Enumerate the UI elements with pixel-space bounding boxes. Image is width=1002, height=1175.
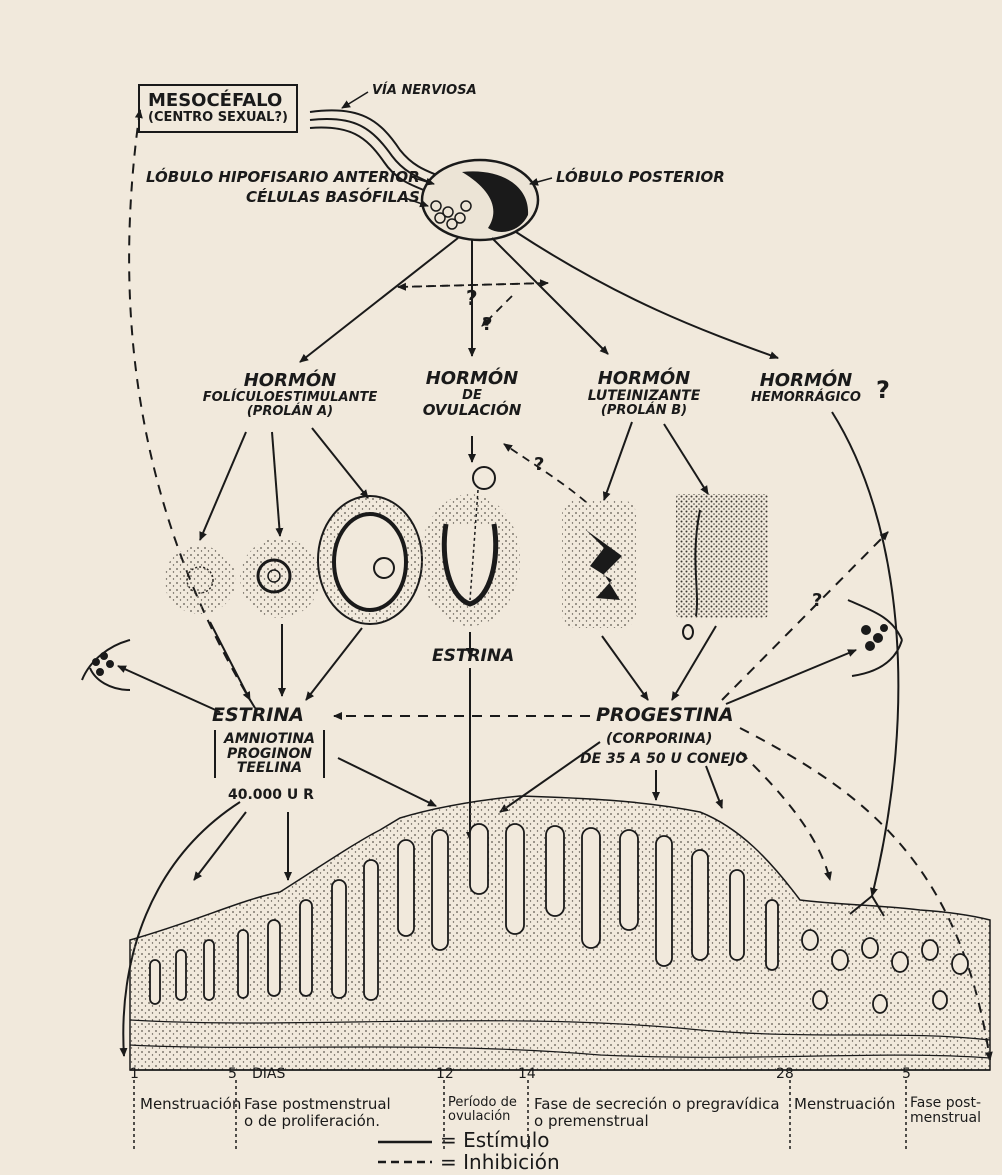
hormone-lh-name: LUTEINIZANTE <box>574 389 714 404</box>
left-fallopian-tube <box>82 640 130 690</box>
question-mark-2: ? <box>482 314 492 335</box>
small-ovum <box>683 625 693 639</box>
estrina-units: 40.000 U R <box>228 788 314 803</box>
estrina-synonyms: AMNIOTINA PROGINON TEELINA <box>214 730 325 778</box>
question-mark-1: ? <box>466 286 478 310</box>
question-mark-3: ? <box>534 454 544 475</box>
hormone-ovulation: HORMÓN DE OVULACIÓN <box>410 370 534 418</box>
luteum-progestina-arrows <box>602 626 716 700</box>
phase-menstruation-label: Menstruación <box>140 1096 241 1113</box>
hormone-fsh: HORMÓN FOLÍCULOESTIMULANTE (PROLÁN A) <box>190 372 390 418</box>
day-tick-28: 28 <box>776 1066 794 1082</box>
hormone-ovulation-title: HORMÓN <box>410 370 534 389</box>
follicle-stage-3 <box>318 496 422 624</box>
corpus-luteum-mature <box>676 494 768 618</box>
pituitary-gland <box>422 160 538 240</box>
hormone-hemorrhagic: HORMÓN HEMORRÁGICO <box>744 372 868 405</box>
corpus-luteum <box>562 500 636 628</box>
legend-inhibition: = Inhibición <box>440 1150 560 1174</box>
follicle-estrina-arrows <box>210 622 470 700</box>
estrina-synonym-1: AMNIOTINA <box>224 732 315 747</box>
hormone-fsh-title: HORMÓN <box>190 372 390 391</box>
phase-proliferation: Fase postmenstrual o de proliferación. <box>244 1096 391 1129</box>
anterior-lobe-label: LÓBULO HIPOFISARIO ANTERIOR <box>146 170 420 186</box>
estrina-synonym-3: TEELINA <box>224 761 315 776</box>
hormone-fsh-alias: (PROLÁN A) <box>190 405 390 419</box>
estrina-center-label: ESTRINA <box>432 648 514 666</box>
phase-proliferation-line1: Fase postmenstrual <box>244 1096 391 1113</box>
phase-ovulation-line2: ovulación <box>448 1110 517 1124</box>
phase-menstruation: Menstruación <box>140 1096 241 1113</box>
estrina-to-tube <box>118 666 220 712</box>
hormone-fsh-name: FOLÍCULOESTIMULANTE <box>190 391 390 405</box>
phase-secretion-line1: Fase de secreción o pregravídica <box>534 1096 780 1113</box>
hemorrhagic-question-mark: ? <box>876 378 890 403</box>
follicle-stage-2 <box>240 538 320 618</box>
mesencephalon-box: MESOCÉFALO (CENTRO SEXUAL?) <box>138 84 298 133</box>
nerve-path-label: VÍA NERVIOSA <box>372 84 477 98</box>
mesencephalon-title: MESOCÉFALO <box>148 92 288 111</box>
posterior-lobe-label: LÓBULO POSTERIOR <box>556 170 725 186</box>
hormone-hemorrhagic-name: HEMORRÁGICO <box>744 391 868 405</box>
phase-ovulation: Período de ovulación <box>448 1096 517 1125</box>
day-tick-1: 1 <box>130 1066 139 1082</box>
pituitary-hormone-arrows <box>300 232 778 362</box>
hemorrhagic-arrow <box>832 412 898 896</box>
estrina-title: ESTRINA <box>212 706 304 726</box>
legend-stimulus: = Estímulo <box>440 1128 550 1152</box>
phase-postmenstrual-line2: menstrual <box>910 1111 981 1126</box>
follicle-ovulating <box>420 467 520 626</box>
day-tick-14: 14 <box>518 1066 536 1082</box>
day-tick-5b: 5 <box>902 1066 911 1082</box>
lh-arrows <box>604 422 708 500</box>
phase-secretion: Fase de secreción o pregravídica o preme… <box>534 1096 780 1129</box>
question-mark-4: ? <box>812 590 822 611</box>
phase-ovulation-line1: Período de <box>448 1096 517 1110</box>
phase-secretion-line2: o premenstrual <box>534 1113 780 1130</box>
phase-postmenstrual: Fase post- menstrual <box>910 1096 981 1127</box>
progestina-units: DE 35 A 50 U CONEJO <box>580 752 747 767</box>
mesencephalon-subtitle: (CENTRO SEXUAL?) <box>148 111 288 125</box>
phase-postmenstrual-line1: Fase post- <box>910 1096 981 1111</box>
hormone-ovulation-line2: OVULACIÓN <box>410 403 534 419</box>
progestina-synonym: (CORPORINA) <box>606 732 712 747</box>
hormone-lh-title: HORMÓN <box>574 370 714 389</box>
day-tick-12: 12 <box>436 1066 454 1082</box>
hormone-lh-alias: (PROLÁN B) <box>574 404 714 418</box>
lh-to-ovulation-dashed <box>504 444 586 502</box>
progestina-to-tube <box>726 650 856 704</box>
progestina-title: PROGESTINA <box>596 706 734 726</box>
phase-proliferation-line2: o de proliferación. <box>244 1113 391 1130</box>
phase-menstruation-2: Menstruación <box>794 1096 895 1113</box>
hormone-hemorrhagic-title: HORMÓN <box>744 372 868 391</box>
basophil-cells-label: CÉLULAS BASÓFILAS <box>246 190 420 206</box>
endometrium-section <box>130 796 990 1070</box>
estrina-synonym-2: PROGINON <box>224 747 315 762</box>
follicle-stage-1 <box>164 546 236 614</box>
day-tick-5: 5 <box>228 1066 237 1082</box>
days-label: DIAS <box>252 1066 285 1082</box>
phase-menstruation-2-label: Menstruación <box>794 1096 895 1113</box>
hormone-lh: HORMÓN LUTEINIZANTE (PROLÁN B) <box>574 370 714 417</box>
